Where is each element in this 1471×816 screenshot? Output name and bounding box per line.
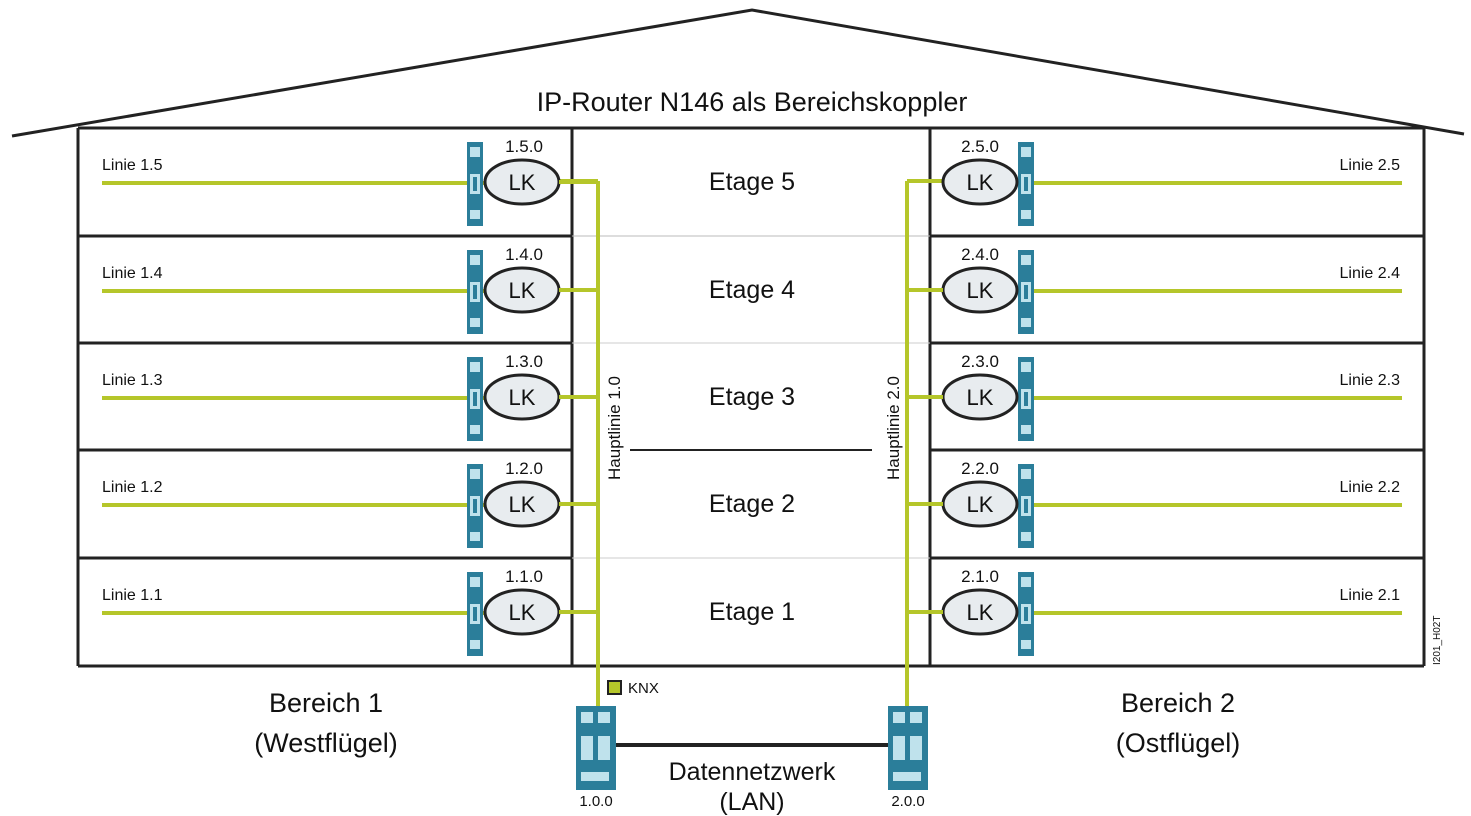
floor-label: Etage 1 — [709, 598, 795, 626]
floor-label: Etage 3 — [709, 383, 795, 411]
line-coupler-device-icon — [1018, 357, 1034, 441]
coupler-address-left: 1.1.0 — [505, 567, 543, 586]
floor-label: Etage 5 — [709, 168, 795, 196]
lk-coupler-right — [941, 158, 1019, 206]
lk-label: LK — [509, 278, 536, 303]
lk-label: LK — [967, 600, 994, 625]
coupler-address-right: 2.1.0 — [961, 567, 999, 586]
lan-sublabel: (LAN) — [719, 788, 784, 816]
bereich-1-name: Bereich 1 — [269, 688, 383, 718]
ip-router-1-icon — [576, 706, 616, 790]
coupler-address-left: 1.2.0 — [505, 459, 543, 478]
knx-legend-label: KNX — [628, 680, 659, 697]
line-label-left: Linie 1.4 — [102, 265, 163, 282]
lk-label: LK — [967, 385, 994, 410]
lk-label: LK — [967, 170, 994, 195]
coupler-address-left: 1.4.0 — [505, 245, 543, 264]
coupler-address-right: 2.5.0 — [961, 137, 999, 156]
coupler-address-right: 2.2.0 — [961, 459, 999, 478]
line-coupler-device-icon — [467, 464, 483, 548]
lan-label: Datennetzwerk — [669, 758, 836, 786]
bereich-2-sub: (Ostflügel) — [1116, 728, 1241, 758]
line-coupler-device-icon — [1018, 250, 1034, 334]
coupler-address-right: 2.3.0 — [961, 352, 999, 371]
lk-label: LK — [967, 492, 994, 517]
line-coupler-device-icon — [467, 250, 483, 334]
bereich-2-name: Bereich 2 — [1121, 688, 1235, 718]
floor-separators — [78, 234, 1424, 560]
line-label-left: Linie 1.2 — [102, 479, 163, 496]
roof-outline — [11, 8, 1465, 138]
lk-label: LK — [967, 278, 994, 303]
coupler-address-left: 1.3.0 — [505, 352, 543, 371]
diagram-title: IP-Router N146 als Bereichskoppler — [537, 87, 968, 117]
coupler-address-right: 2.4.0 — [961, 245, 999, 264]
floor-label: Etage 4 — [709, 276, 795, 304]
line-coupler-device-icon — [1018, 464, 1034, 548]
bereich-1-sub: (Westflügel) — [254, 728, 398, 758]
figure-code: I201_H02T — [1432, 616, 1443, 665]
router-2-address: 2.0.0 — [891, 793, 924, 810]
line-label-left: Linie 1.5 — [102, 157, 163, 174]
lk-label: LK — [509, 492, 536, 517]
line-label-right: Linie 2.5 — [1340, 157, 1401, 174]
lk-label: LK — [509, 600, 536, 625]
line-label-right: Linie 2.3 — [1340, 372, 1401, 389]
lk-label: LK — [509, 385, 536, 410]
line-coupler-device-icon — [1018, 142, 1034, 226]
hauptlinie-1-label: Hauptlinie 1.0 — [605, 376, 624, 480]
ip-router-2-icon — [888, 706, 928, 790]
line-coupler-device-icon — [467, 142, 483, 226]
line-coupler-device-icon — [467, 357, 483, 441]
knx-legend-swatch — [607, 680, 622, 695]
line-label-right: Linie 2.1 — [1340, 587, 1401, 604]
lk-label: LK — [509, 170, 536, 195]
line-coupler-device-icon — [1018, 572, 1034, 656]
line-label-right: Linie 2.2 — [1340, 479, 1401, 496]
floor-label: Etage 2 — [709, 490, 795, 518]
line-label-left: Linie 1.3 — [102, 372, 163, 389]
line-label-right: Linie 2.4 — [1340, 265, 1401, 282]
router-1-address: 1.0.0 — [579, 793, 612, 810]
coupler-address-left: 1.5.0 — [505, 137, 543, 156]
hauptlinie-2-label: Hauptlinie 2.0 — [884, 376, 903, 480]
line-coupler-device-icon — [467, 572, 483, 656]
line-label-left: Linie 1.1 — [102, 587, 163, 604]
